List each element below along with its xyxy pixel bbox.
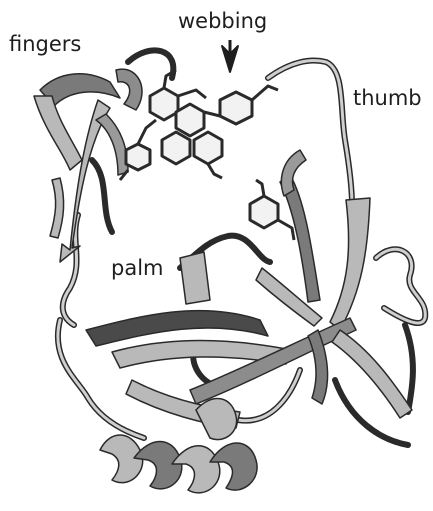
thumb-label: thumb (353, 88, 422, 109)
coil-loop (405, 325, 413, 412)
coil-loop (92, 160, 112, 232)
aromatic-ring (194, 132, 222, 164)
down-arrow-icon (222, 40, 238, 72)
helix-turn (196, 399, 237, 440)
fingers-label: fingers (9, 34, 81, 55)
beta-strand (180, 252, 210, 304)
coil-loop (376, 249, 425, 323)
aromatic-ring (176, 104, 204, 136)
beta-strand (330, 198, 370, 330)
aromatic-ring (220, 92, 252, 124)
beta-strand (190, 318, 356, 404)
aromatic-ring (126, 144, 150, 170)
webbing-label: webbing (178, 11, 267, 32)
ligand-sticks (120, 70, 294, 240)
ligand-bond (178, 90, 206, 98)
coil-highlight (376, 249, 425, 323)
beta-strand (50, 178, 64, 238)
ligand-bond (256, 180, 264, 196)
ligand-bond (208, 164, 222, 178)
ligand-bond (252, 86, 278, 100)
ligand-bond (278, 220, 294, 240)
aromatic-ring (150, 88, 178, 120)
ligand-bond (138, 120, 156, 144)
palm-label: palm (111, 258, 164, 279)
beta-strand (116, 69, 142, 110)
aromatic-ring (250, 196, 278, 228)
aromatic-ring (162, 132, 190, 164)
ligand-bond (204, 112, 220, 116)
beta-strand (34, 96, 82, 170)
beta-strand (281, 150, 306, 196)
beta-strand (96, 114, 128, 175)
beta-strand (332, 330, 412, 418)
